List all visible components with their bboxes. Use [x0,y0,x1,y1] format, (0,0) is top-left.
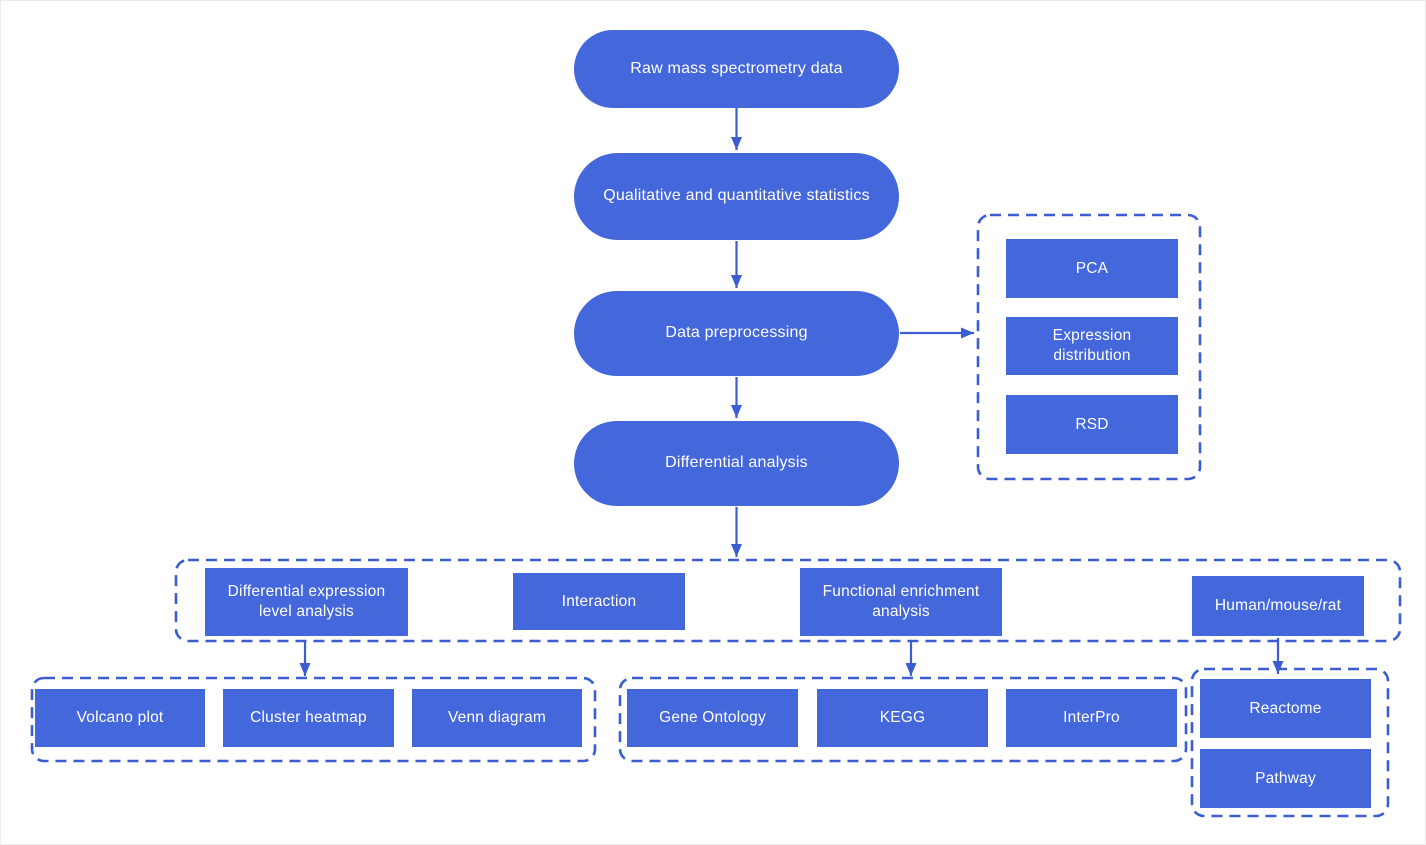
analysis-row-outline [174,558,1402,643]
node-functional-enrichment-analysis: Functional enrichment analysis [800,568,1002,636]
node-cluster-heatmap: Cluster heatmap [223,689,394,747]
node-differential-expression-level-analysis: Differential expression level analysis [205,568,408,636]
node-qualitative-quantitative-statistics: Qualitative and quantitative statistics [574,153,899,240]
node-volcano-plot: Volcano plot [35,689,205,747]
node-rsd: RSD [1006,395,1178,454]
node-reactome: Reactome [1200,679,1371,738]
node-differential-analysis: Differential analysis [574,421,899,506]
node-human-mouse-rat: Human/mouse/rat [1192,576,1364,636]
node-gene-ontology: Gene Ontology [627,689,798,747]
node-kegg: KEGG [817,689,988,747]
pathway-group-outline [1190,667,1390,818]
node-interaction: Interaction [513,573,685,630]
node-interpro: InterPro [1006,689,1177,747]
enrichment-group-outline [618,676,1188,763]
node-raw-mass-spectrometry-data: Raw mass spectrometry data [574,30,899,108]
node-venn-diagram: Venn diagram [412,689,582,747]
volcano-group-outline [30,676,597,763]
node-expression-distribution: Expression distribution [1006,317,1178,375]
node-data-preprocessing: Data preprocessing [574,291,899,376]
node-pathway: Pathway [1200,749,1371,808]
qc-group-outline [976,213,1202,481]
node-pca: PCA [1006,239,1178,298]
